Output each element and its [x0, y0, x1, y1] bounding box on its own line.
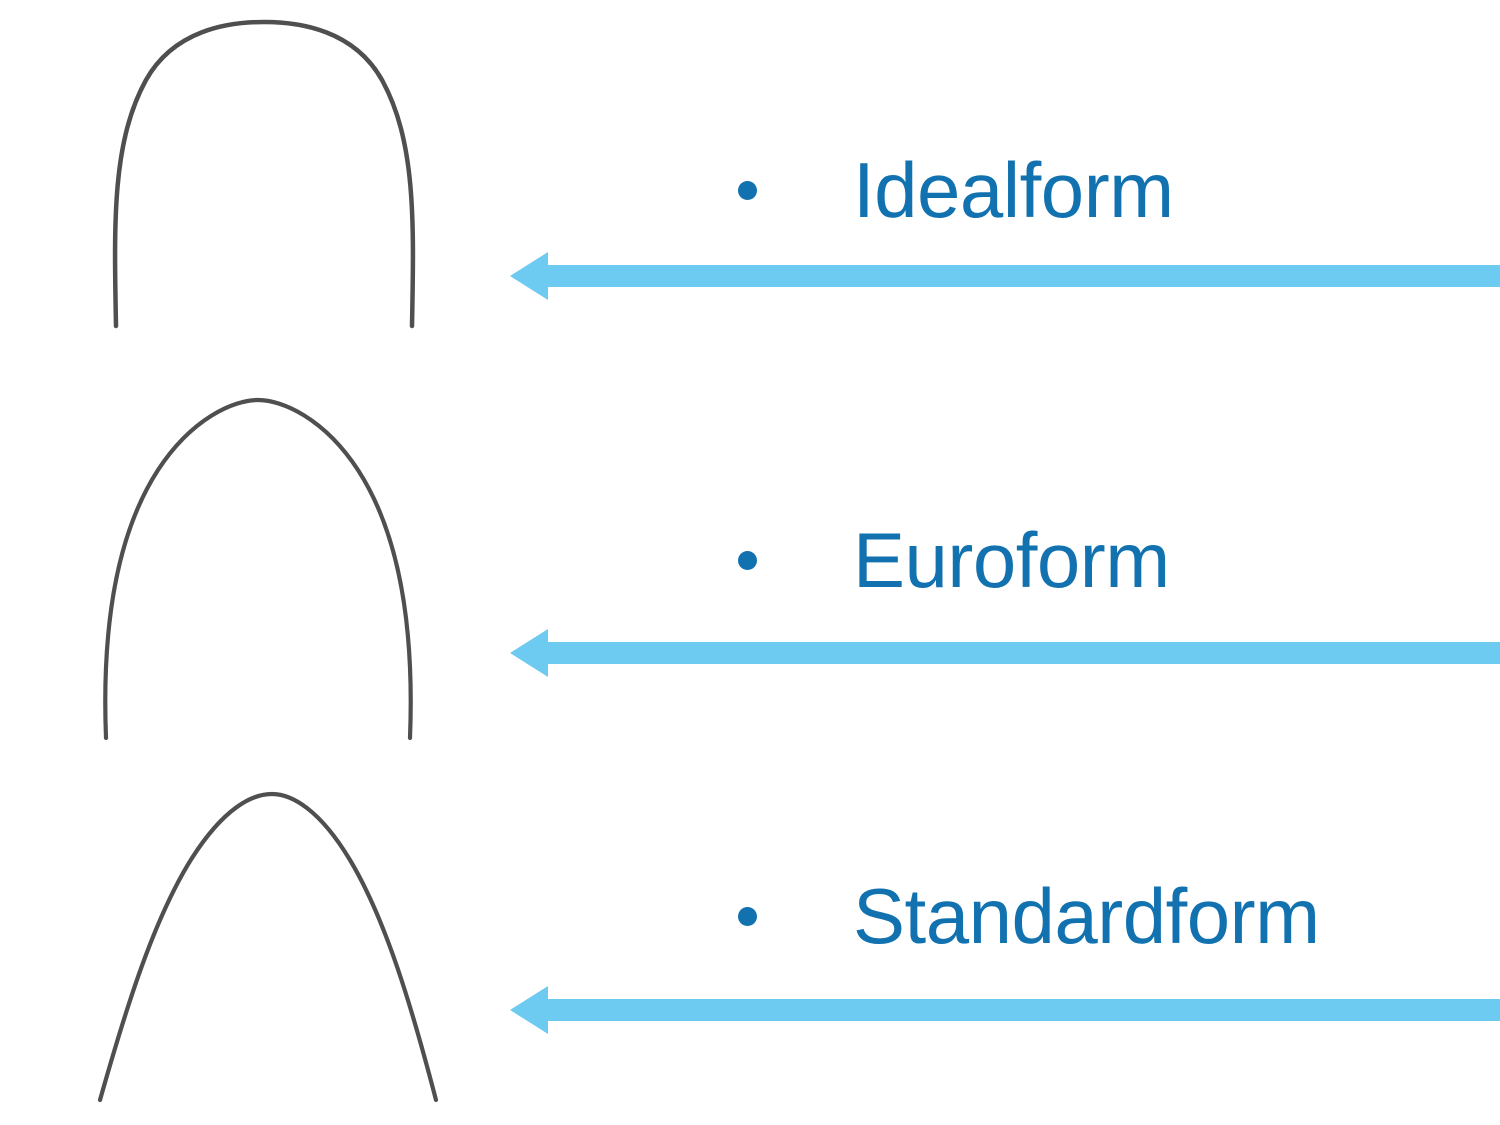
euroform-archwire [96, 397, 420, 742]
idealform-archwire [108, 19, 420, 334]
arrow-left-shape [510, 252, 1500, 300]
standardform-archwire [96, 791, 440, 1103]
archwire-curve-standardform [97, 791, 439, 1103]
arrow-left-shape [510, 629, 1500, 677]
bullet-dot-icon [738, 180, 757, 200]
arrow-euroform [510, 627, 1500, 679]
list-item-label: Euroform [853, 516, 1170, 604]
bullet-dot-icon [738, 906, 757, 926]
archwire-curve-idealform [112, 19, 416, 329]
archwire-curve-euroform [103, 397, 413, 741]
list-item-label: Standardform [853, 872, 1320, 960]
list-item: Idealform [738, 142, 1174, 238]
list-item: Standardform [738, 868, 1320, 964]
arrow-left-shape [510, 986, 1500, 1034]
bullet-dot-icon [738, 550, 757, 570]
list-item: Euroform [738, 512, 1170, 608]
arrow-idealform [510, 250, 1500, 302]
list-item-label: Idealform [853, 146, 1174, 234]
arrow-standardform [510, 984, 1500, 1036]
